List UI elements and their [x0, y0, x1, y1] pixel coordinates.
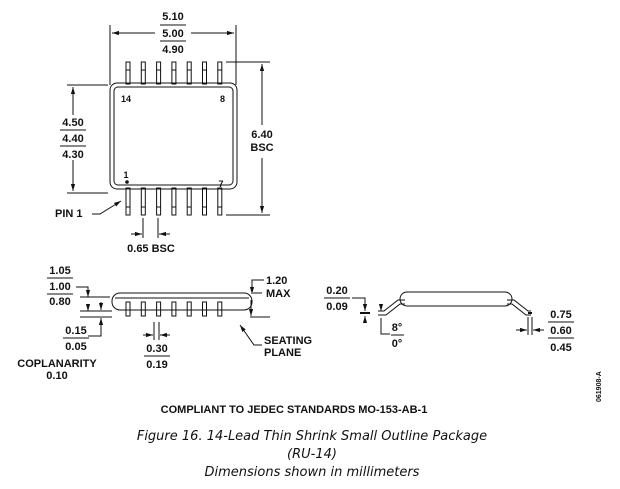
package-body-inner [113, 86, 234, 186]
foot-length-min: 0.45 [550, 342, 571, 354]
lead [186, 187, 192, 216]
pin-label-14: 14 [121, 94, 131, 104]
max-height-value: 1.20 [266, 275, 287, 287]
package-code: (RU-14) [287, 447, 337, 462]
foot-length-nom: 0.60 [550, 325, 571, 337]
lead [171, 187, 177, 216]
lead-thickness-min: 0.09 [326, 301, 347, 313]
lead [125, 61, 131, 85]
lead [140, 61, 146, 85]
leader [251, 279, 264, 290]
width-nom: 5.00 [162, 28, 183, 40]
lead [202, 61, 207, 85]
side-lead [217, 301, 223, 317]
side-lead [125, 301, 131, 317]
figure-caption: Figure 16. 14-Lead Thin Shrink Small Out… [137, 429, 487, 444]
span-value: 6.40 [251, 129, 272, 141]
lead [171, 61, 177, 85]
pin-label-8: 8 [220, 94, 225, 104]
bottom-leads [125, 187, 223, 216]
body-height-nom: 1.00 [49, 281, 70, 293]
side-lead [171, 301, 177, 317]
units-note: Dimensions shown in millimeters [205, 465, 420, 480]
pin1-label: PIN 1 [55, 208, 83, 220]
side-lead [140, 301, 146, 317]
body-height-max: 1.05 [49, 265, 70, 277]
package-body-outer [109, 82, 238, 190]
top-view: 5.10 5.00 4.90 14 8 1 7 4.50 4.40 4.30 6… [55, 11, 274, 255]
coplanarity-label: COPLANARITY [17, 358, 97, 370]
seating-plane-label-1: SEATING [264, 335, 312, 347]
lead [217, 187, 223, 216]
lead-width-max: 0.30 [146, 343, 167, 355]
pin1-dot [125, 180, 129, 184]
seating-plane-leader [239, 324, 262, 346]
body-width-nom: 4.40 [62, 133, 83, 145]
lead-width-min: 0.19 [146, 359, 167, 371]
max-height-max: MAX [266, 288, 291, 300]
body-width-max: 4.50 [62, 117, 83, 129]
lead [202, 187, 207, 216]
width-max: 5.10 [162, 11, 183, 23]
lead [217, 61, 223, 85]
pitch-value: 0.65 BSC [127, 243, 175, 255]
width-min: 4.90 [162, 44, 183, 56]
side-lead [156, 301, 162, 317]
body-width-min: 4.30 [62, 149, 83, 161]
pin1-leader [92, 200, 122, 215]
lead [186, 61, 192, 85]
pin-label-1: 1 [123, 170, 128, 180]
lead [156, 187, 162, 216]
lead [140, 187, 146, 216]
end-body [399, 291, 513, 307]
leader [352, 297, 366, 310]
drawing-code: 061908-A [596, 371, 603, 402]
side-view: 1.05 1.00 0.80 0.15 0.05 0.30 0.19 COPLA… [17, 265, 312, 382]
lead [125, 187, 131, 216]
side-body [111, 292, 253, 311]
foot-length-max: 0.75 [550, 309, 571, 321]
end-view: 0.20 0.09 8° 0° 0.75 0.60 0.45 [324, 285, 574, 354]
angle-leader [380, 318, 390, 335]
pin-label-7: 7 [218, 179, 223, 189]
compliance-note: COMPLIANT TO JEDEC STANDARDS MO-153-AB-1 [161, 404, 428, 416]
lead-thickness-max: 0.20 [326, 285, 347, 297]
top-leads [125, 61, 223, 85]
seating-plane-label-2: PLANE [264, 347, 301, 359]
angle-min: 0° [392, 338, 403, 350]
leader [76, 286, 89, 294]
standoff-max: 0.15 [65, 325, 86, 337]
lead [156, 61, 162, 85]
angle-max: 8° [392, 322, 403, 334]
body-height-min: 0.80 [49, 296, 70, 308]
side-lead [186, 301, 192, 317]
gull-wing-right [507, 299, 531, 316]
span-bsc: BSC [250, 142, 273, 154]
leader [88, 328, 102, 337]
side-lead [202, 301, 207, 317]
side-leads [125, 301, 223, 317]
coplanarity-value: 0.10 [46, 370, 67, 382]
standoff-min: 0.05 [65, 341, 86, 353]
